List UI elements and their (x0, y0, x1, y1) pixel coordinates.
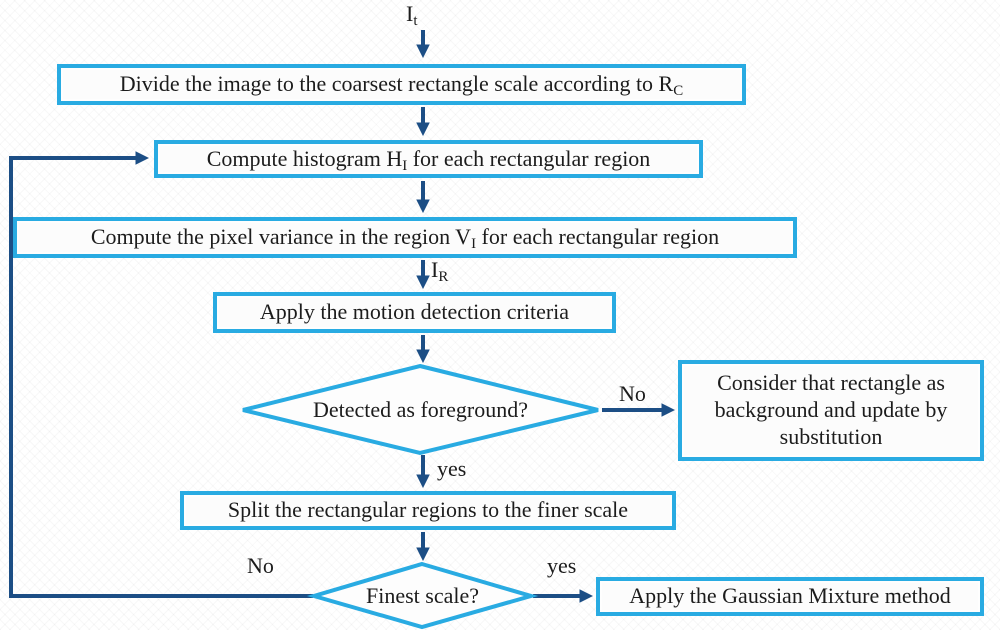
decision-foreground-diamond (242, 363, 599, 456)
process-gaussian-mixture: Apply the Gaussian Mixture method (596, 577, 984, 616)
decision-finest-label: Finest scale? (365, 582, 480, 608)
edge-label-finest-no: No (247, 553, 274, 578)
process-gaussian-mixture-label: Apply the Gaussian Mixture method (629, 583, 951, 609)
process-split-regions: Split the rectangular regions to the fin… (180, 491, 676, 530)
process-motion-criteria: Apply the motion detection criteria (213, 292, 616, 333)
arrow-finest-no-loop (9, 151, 313, 598)
process-compute-variance: Compute the pixel variance in the region… (13, 217, 797, 258)
decision-finest-diamond (306, 561, 539, 630)
process-motion-criteria-label: Apply the motion detection criteria (259, 299, 570, 325)
decision-foreground-label: Detected as foreground? (312, 396, 528, 422)
input-image-label: It (406, 1, 418, 30)
process-compute-variance-label: Compute the pixel variance in the region… (90, 224, 720, 253)
region-image-label: IR (431, 257, 449, 286)
process-split-regions-label: Split the rectangular regions to the fin… (227, 497, 629, 523)
process-compute-histogram-label: Compute histogram HI for each rectangula… (206, 145, 651, 174)
process-background-update: Consider that rectangle as background an… (678, 360, 984, 461)
process-divide-image: Divide the image to the coarsest rectang… (57, 64, 746, 105)
edge-label-finest-yes: yes (547, 553, 577, 578)
edge-label-foreground-no: No (619, 381, 646, 406)
process-divide-image-label: Divide the image to the coarsest rectang… (119, 71, 684, 100)
process-compute-histogram: Compute histogram HI for each rectangula… (154, 140, 703, 178)
process-background-update-label: Consider that rectangle as background an… (714, 370, 948, 449)
edge-label-foreground-yes: yes (437, 456, 467, 481)
